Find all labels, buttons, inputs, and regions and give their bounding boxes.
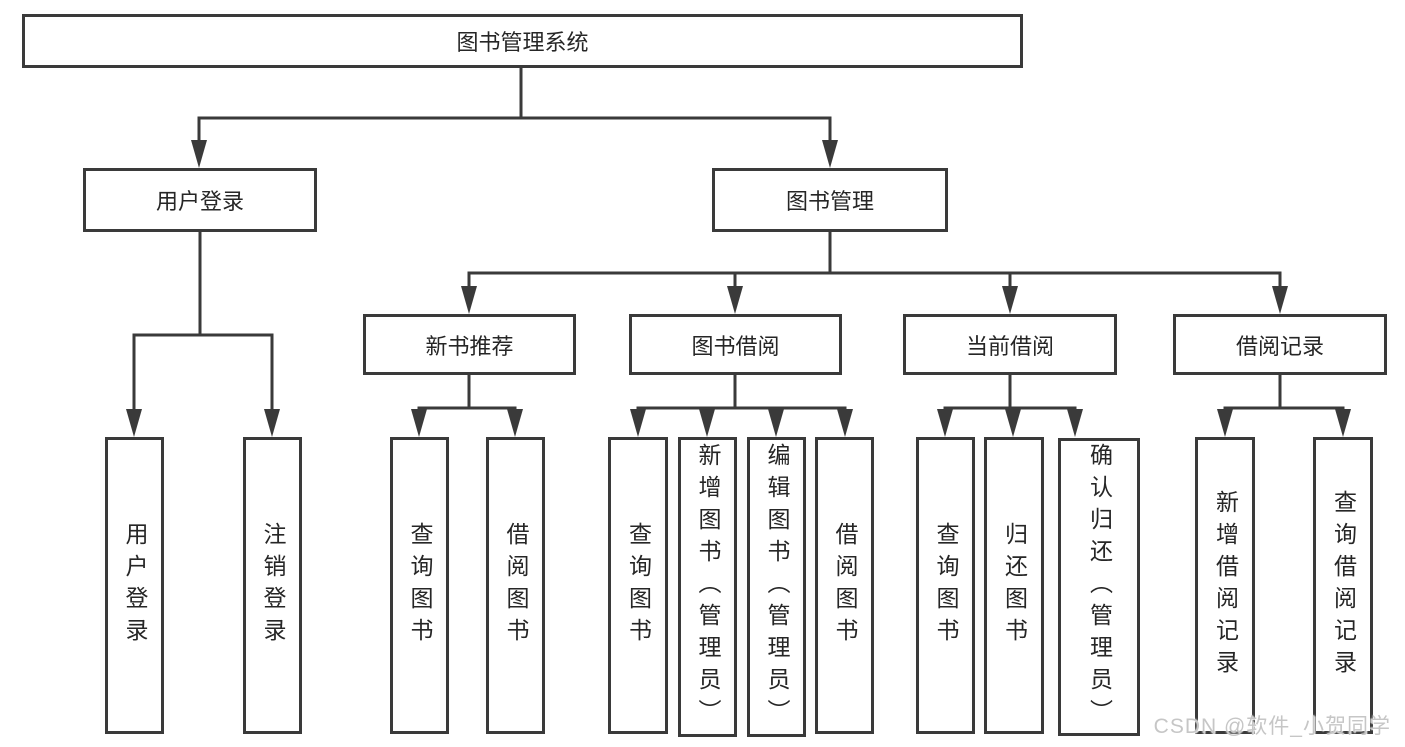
- leaf-add-books-admin: 新增图书（管理员）: [678, 437, 737, 737]
- node-user-login: 用户登录: [83, 168, 317, 232]
- leaf-query-books-borrow: 查询图书: [608, 437, 668, 734]
- node-library-system: 图书管理系统: [22, 14, 1023, 68]
- node-borrow-records: 借阅记录: [1173, 314, 1387, 375]
- leaf-edit-books-admin: 编辑图书（管理员）: [747, 437, 806, 737]
- node-current-borrow: 当前借阅: [903, 314, 1117, 375]
- leaf-borrow-books-borrow: 借阅图书: [815, 437, 874, 734]
- node-new-book-recommend: 新书推荐: [363, 314, 576, 375]
- leaf-query-books-newbooks: 查询图书: [390, 437, 449, 734]
- watermark: CSDN @软件_小贺同学: [1153, 715, 1391, 738]
- leaf-logout-login: 注销登录: [243, 437, 302, 734]
- leaf-query-borrow-record: 查询借阅记录: [1313, 437, 1373, 734]
- leaf-return-books: 归还图书: [984, 437, 1044, 734]
- leaf-confirm-return-admin: 确认归还（管理员）: [1058, 438, 1140, 736]
- leaf-add-borrow-record: 新增借阅记录: [1195, 437, 1255, 734]
- leaf-user-login: 用户登录: [105, 437, 164, 734]
- leaf-query-books-current: 查询图书: [916, 437, 975, 734]
- leaf-borrow-books-newbooks: 借阅图书: [486, 437, 545, 734]
- node-book-management: 图书管理: [712, 168, 948, 232]
- node-book-borrow: 图书借阅: [629, 314, 842, 375]
